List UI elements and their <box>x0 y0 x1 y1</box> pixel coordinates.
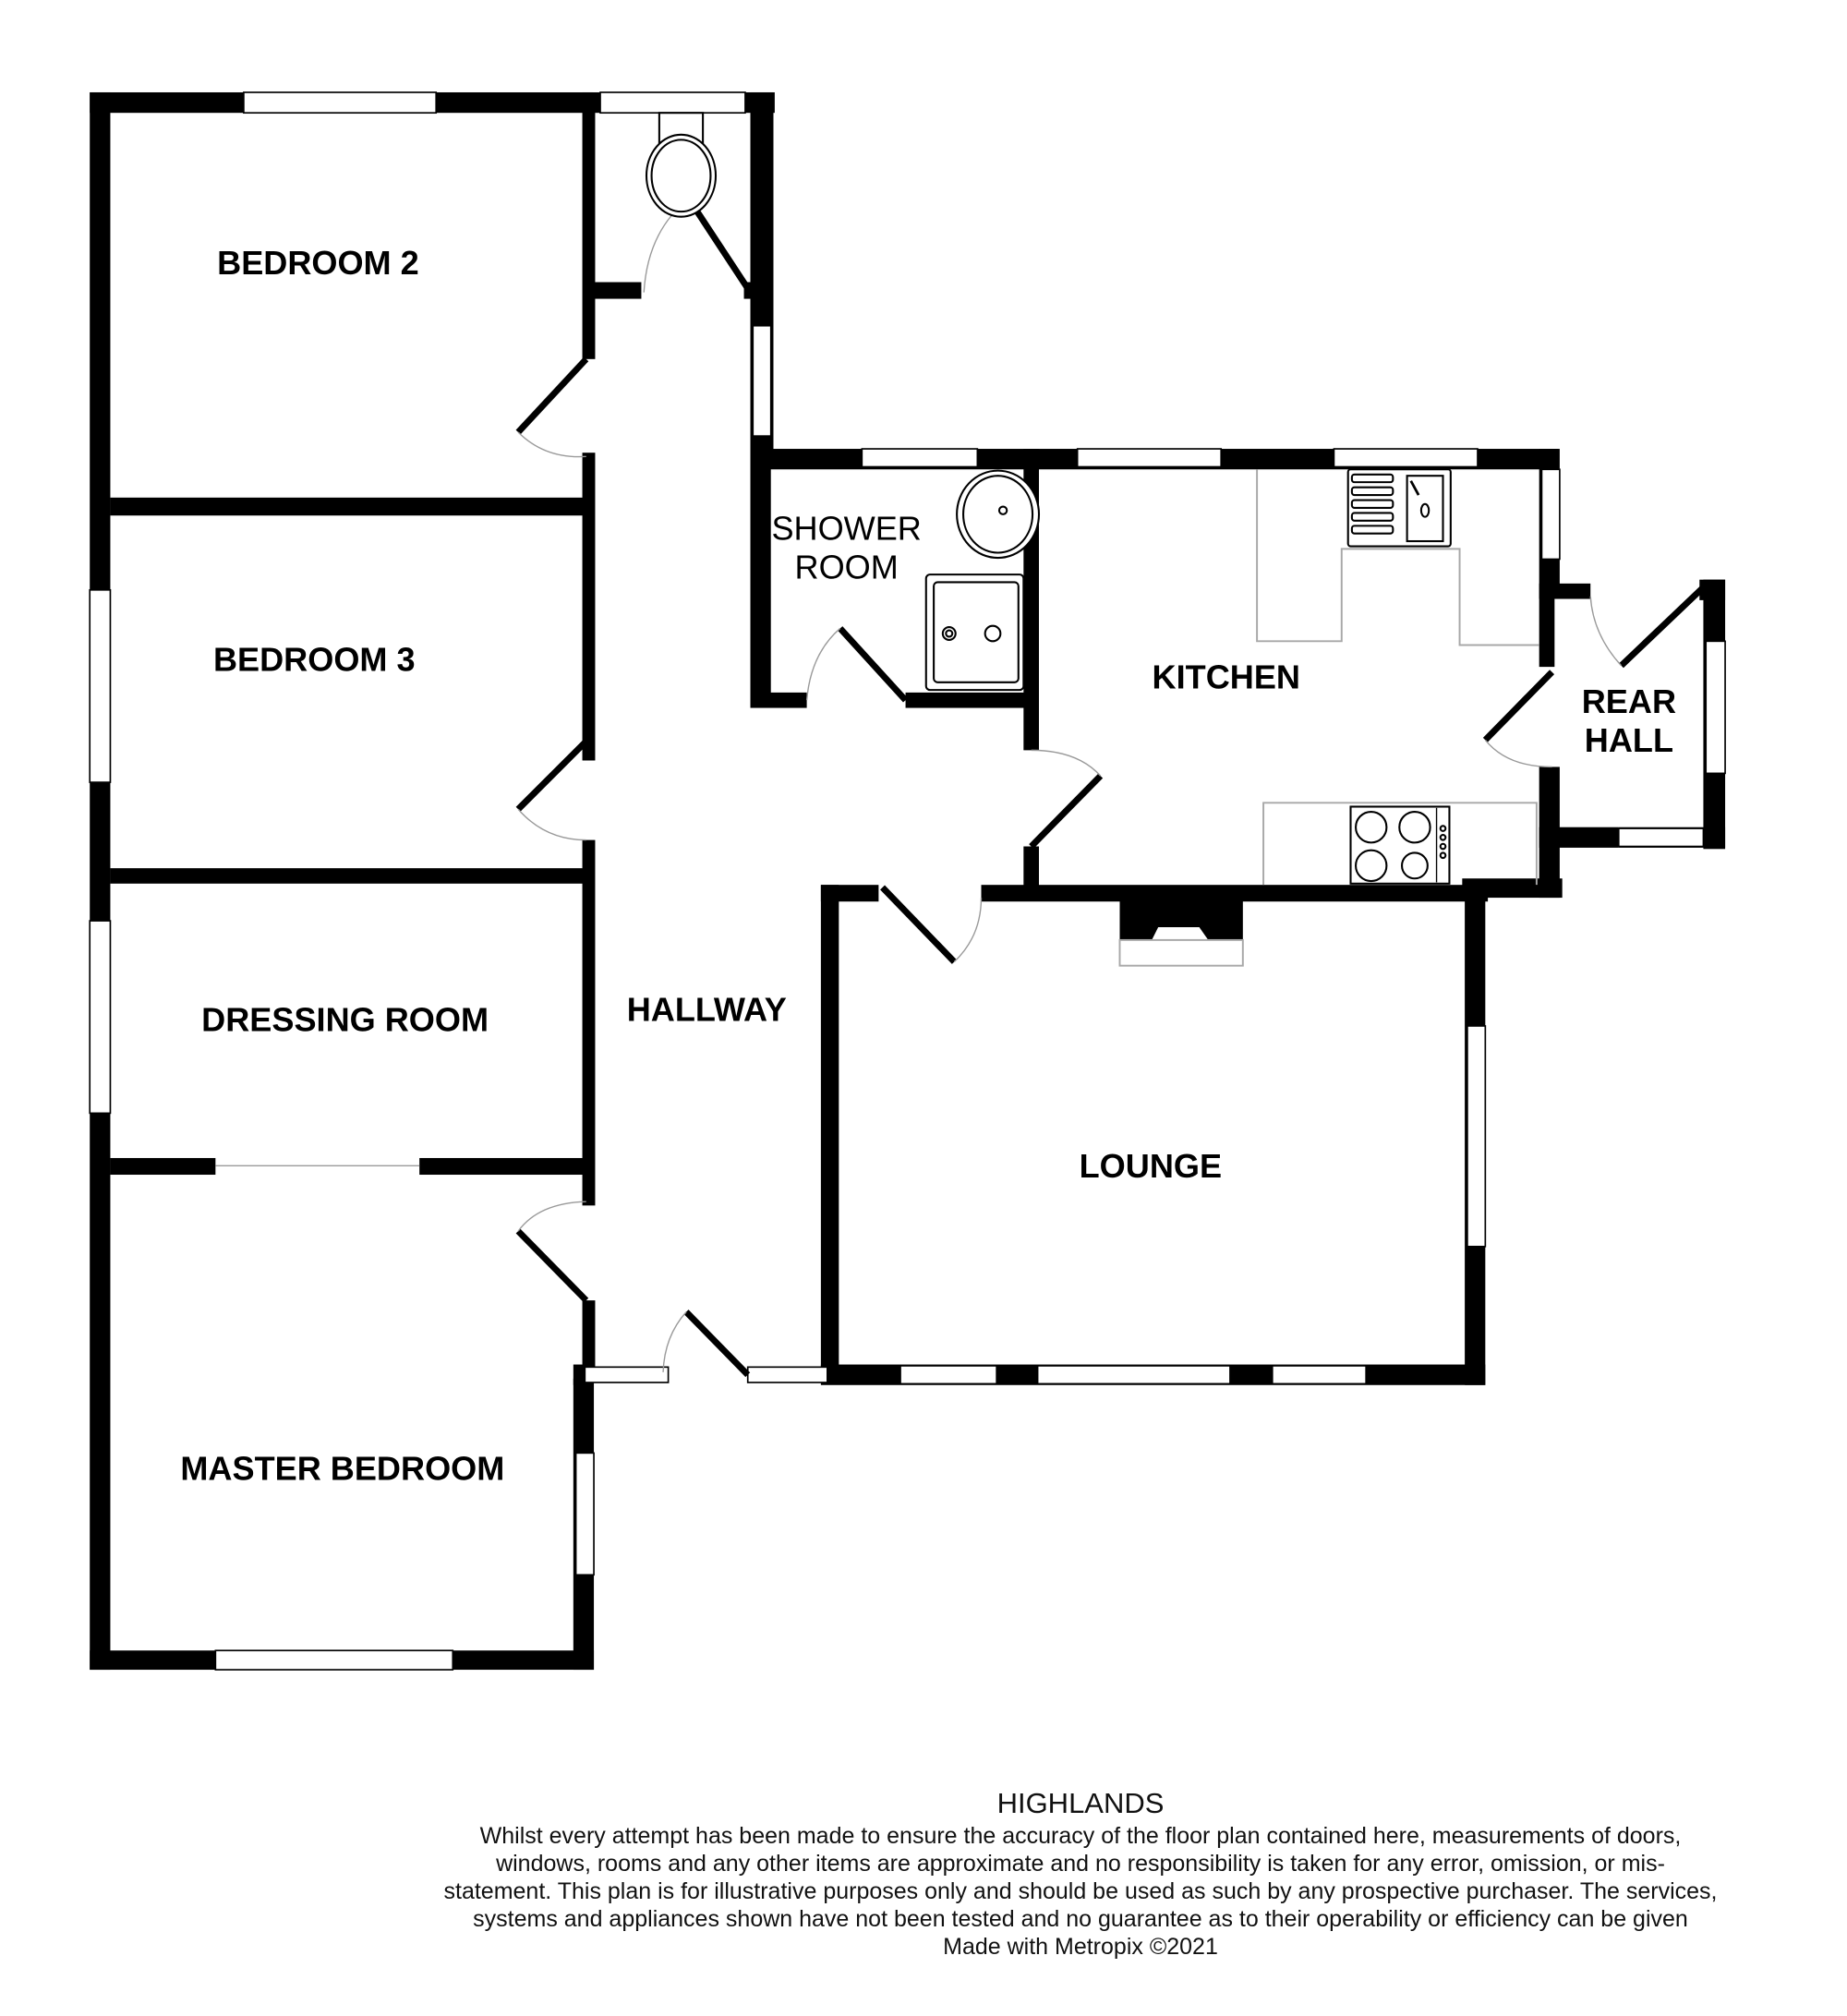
window <box>1271 1365 1367 1385</box>
room-label-master-bedroom: MASTER BEDROOM <box>180 1450 504 1488</box>
windows <box>89 91 1726 1671</box>
room-label-lounge: LOUNGE <box>1080 1147 1222 1185</box>
hob-cooker-icon <box>1349 805 1451 885</box>
room-label-bedroom-3: BEDROOM 3 <box>213 640 416 678</box>
window <box>1333 448 1479 468</box>
window <box>89 920 112 1115</box>
window <box>752 324 772 437</box>
room-label-hallway: HALLWAY <box>627 990 787 1028</box>
window <box>584 1366 670 1383</box>
kitchen-sink-icon <box>1346 468 1452 548</box>
credit-text: Made with Metropix ©2021 <box>943 1934 1218 1960</box>
window <box>1540 468 1561 561</box>
window <box>1036 1365 1231 1385</box>
property-title: HIGHLANDS <box>996 1787 1165 1819</box>
walls <box>90 91 1726 1671</box>
plan-footer: HIGHLANDS Whilst every attempt has been … <box>443 1787 1718 1961</box>
window <box>899 1365 997 1385</box>
window <box>599 91 746 115</box>
room-label-kitchen: KITCHEN <box>1153 658 1300 696</box>
window <box>746 1366 828 1383</box>
wc-toilet-icon <box>645 112 718 218</box>
window <box>1705 640 1726 775</box>
room-label-shower-room-line1: SHOWER <box>771 510 921 548</box>
window <box>1076 448 1223 468</box>
room-label-rear-hall-line1: REAR <box>1582 682 1676 720</box>
room-label-shower-room-line2: ROOM <box>795 548 899 585</box>
doors <box>515 197 1706 1378</box>
window <box>1617 827 1705 848</box>
window <box>89 588 112 783</box>
wash-basin-icon <box>956 469 1041 560</box>
window <box>243 91 438 115</box>
kitchen-counters <box>1256 469 1539 886</box>
window <box>214 1649 454 1671</box>
fireplace-icon <box>1118 927 1244 967</box>
room-label-rear-hall-line2: HALL <box>1585 721 1673 759</box>
window <box>1467 1025 1487 1248</box>
room-label-bedroom-2: BEDROOM 2 <box>217 244 419 282</box>
window <box>574 1452 595 1576</box>
window <box>861 448 979 468</box>
room-label-dressing-room: DRESSING ROOM <box>201 1000 489 1038</box>
shower-tray-icon <box>924 573 1025 692</box>
disclaimer-text: Whilst every attempt has been made to en… <box>443 1823 1718 1932</box>
